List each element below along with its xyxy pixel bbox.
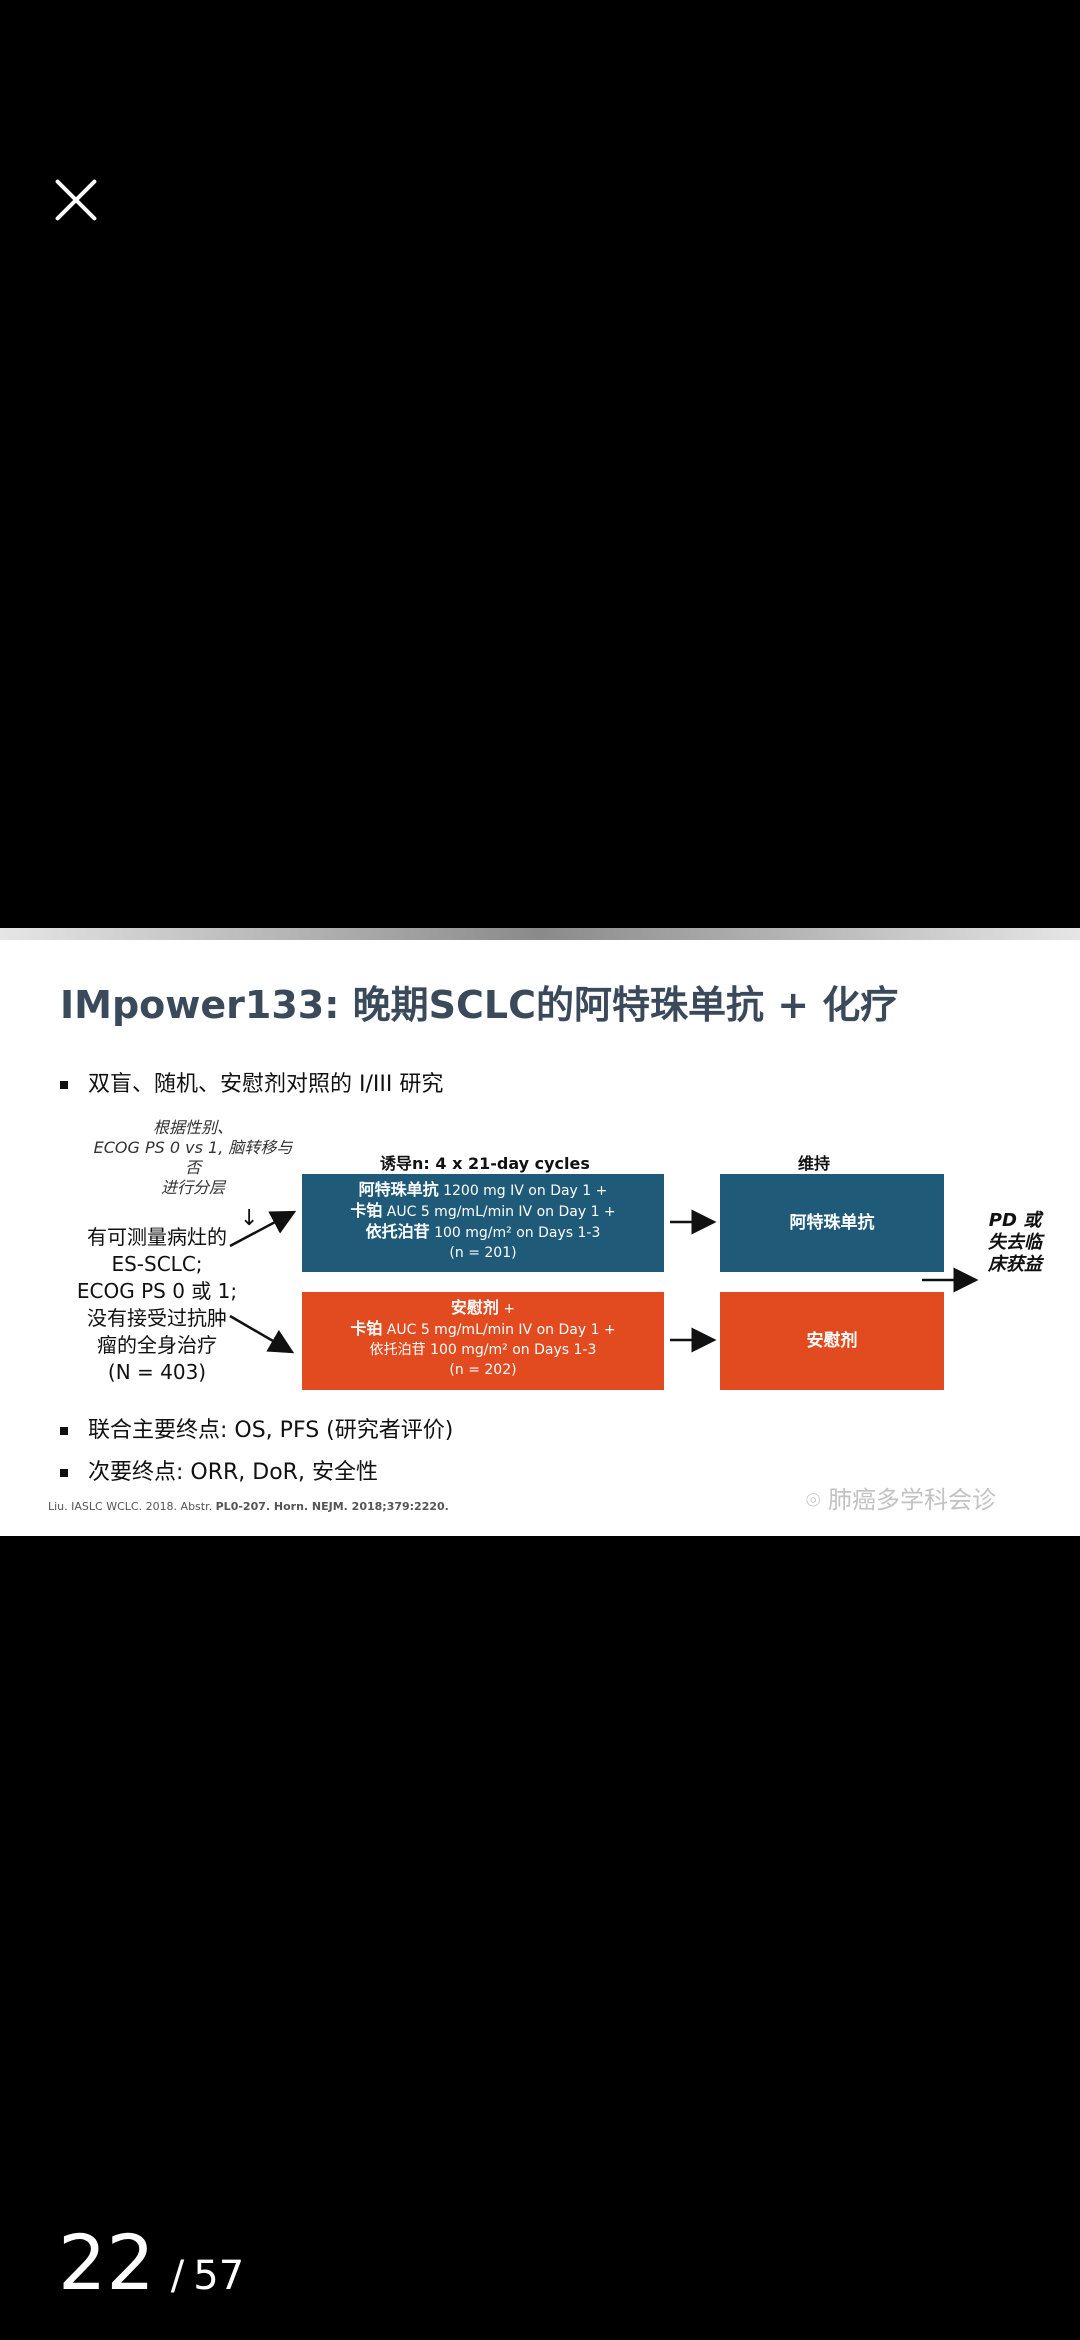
bullet-primary-endpoint: 联合主要终点: OS, PFS (研究者评价): [60, 1412, 453, 1444]
arrow-to-arm1: [229, 1210, 297, 1248]
bullet-dot: [60, 1469, 68, 1477]
flow-arrows: [229, 1209, 979, 1354]
arm1-induction-box: 阿特珠单抗 1200 mg IV on Day 1 + 卡铂 AUC 5 mg/…: [302, 1174, 664, 1272]
stratification-note: 根据性别、 ECOG PS 0 vs 1, 脑转移与否 进行分层: [93, 1118, 293, 1197]
page-current: 22: [58, 2218, 155, 2307]
slide-top-bar: [0, 928, 1080, 940]
citation: Liu. IASLC WCLC. 2018. Abstr. PL0-207. H…: [48, 1500, 449, 1513]
close-icon[interactable]: [48, 172, 104, 228]
page-separator: /: [170, 2253, 185, 2299]
arm2-induction-box: 安慰剂 + 卡铂 AUC 5 mg/mL/min IV on Day 1 + 依…: [302, 1292, 664, 1390]
page-total: 57: [193, 2253, 245, 2299]
slide-title: IMpower133: 晚期SCLC的阿特珠单抗 + 化疗: [60, 983, 899, 1027]
bullet-secondary-endpoint: 次要终点: ORR, DoR, 安全性: [60, 1454, 378, 1486]
bullet-study-design: 双盲、随机、安慰剂对照的 I/III 研究: [60, 1066, 443, 1098]
bullet-dot: [60, 1081, 68, 1089]
arrow-to-arm2: [229, 1314, 295, 1354]
bullet-dot: [60, 1427, 68, 1435]
population-criteria: 有可测量病灶的 ES-SCLC; ECOG PS 0 或 1; 没有接受过抗肿 …: [76, 1225, 238, 1384]
down-arrow-icon: ↓: [240, 1206, 259, 1231]
induction-header: 诱导n: 4 x 21-day cycles: [380, 1154, 590, 1173]
arm1-maintenance-box: 阿特珠单抗: [720, 1174, 944, 1272]
page-counter: 22 / 57: [58, 2218, 244, 2307]
wechat-icon: ⌾: [806, 1486, 821, 1514]
outcome-label: PD 或 失去临 床获益: [988, 1210, 1042, 1275]
maintenance-header: 维持: [798, 1154, 831, 1173]
watermark: ⌾ 肺癌多学科会诊: [806, 1486, 997, 1514]
arm2-maintenance-box: 安慰剂: [720, 1292, 944, 1390]
slide-image: IMpower133: 晚期SCLC的阿特珠单抗 + 化疗 双盲、随机、安慰剂对…: [0, 928, 1080, 1536]
